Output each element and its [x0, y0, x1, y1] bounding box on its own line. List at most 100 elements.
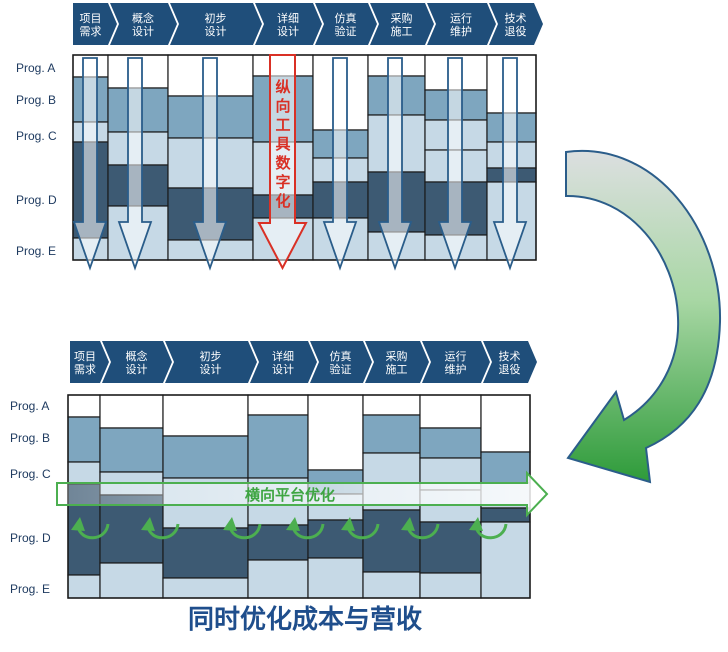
program-segment [162, 394, 249, 437]
program-segment [99, 427, 164, 473]
phase-label: 验证 [330, 362, 352, 376]
program-segment [480, 521, 531, 599]
program-segment [307, 519, 364, 559]
phase-label: 需求 [74, 363, 96, 376]
phase-label: 技术 [505, 12, 527, 25]
program-label: Prog. C [16, 129, 57, 143]
phase-label: 项目 [74, 350, 96, 363]
program-segment [419, 394, 482, 429]
phase-chevron [250, 341, 317, 383]
program-segment [67, 574, 101, 599]
program-segment [67, 461, 101, 485]
phase-label: 初步 [205, 11, 227, 25]
program-label: Prog. B [16, 93, 56, 107]
phase-chevron [255, 3, 322, 45]
program-label: Prog. A [16, 61, 55, 75]
phase-chevron [170, 3, 262, 45]
phase-chevron [365, 341, 429, 383]
phase-chevron [483, 341, 537, 383]
down-arrow-icon [192, 57, 228, 271]
down-arrow-icon [72, 57, 108, 271]
phase-chevron [427, 3, 496, 45]
phase-label: 验证 [335, 24, 357, 38]
program-segment [480, 507, 531, 523]
program-segment [419, 427, 482, 459]
program-segment [162, 577, 249, 599]
program-segment [247, 394, 309, 416]
program-segment [162, 527, 249, 579]
phase-label: 运行 [450, 12, 472, 25]
phase-label: 设计 [277, 25, 299, 38]
program-segment [419, 572, 482, 599]
phase-label: 仿真 [335, 11, 357, 25]
phase-label: 采购 [391, 11, 413, 25]
phase-label: 详细 [272, 349, 294, 363]
phase-chevron [110, 3, 177, 45]
program-segment [362, 509, 421, 573]
top-vertical-arrows [72, 57, 528, 271]
program-label: Prog. E [16, 244, 56, 258]
horizontal-optimization-label: 横向平台优化 [245, 486, 335, 504]
phase-label: 初步 [200, 349, 222, 363]
phase-label: 设计 [126, 363, 148, 376]
phase-label: 设计 [272, 363, 294, 376]
phase-chevron [102, 341, 172, 383]
program-label: Prog. A [10, 399, 49, 413]
program-segment [99, 562, 164, 599]
phase-label: 需求 [80, 25, 102, 38]
cycle-arrowhead-icon [341, 517, 355, 531]
phase-label: 采购 [386, 349, 408, 363]
phase-chevron [315, 3, 377, 45]
phase-label: 概念 [126, 349, 148, 363]
phase-label: 施工 [386, 363, 408, 376]
cycle-arrowhead-icon [141, 517, 155, 531]
phase-label: 技术 [499, 350, 521, 363]
phase-label: 仿真 [330, 349, 352, 363]
phase-label: 运行 [445, 350, 467, 363]
phase-label: 退役 [499, 362, 521, 376]
horizontal-optimization-arrow: 横向平台优化 [56, 470, 549, 518]
phase-label: 维护 [445, 362, 467, 376]
program-label: Prog. B [10, 431, 50, 445]
caption: 同时优化成本与营收 [188, 605, 422, 635]
program-segment [362, 414, 421, 454]
phase-chevron [70, 341, 109, 383]
program-segment [362, 394, 421, 416]
phase-label: 退役 [505, 24, 527, 38]
phase-label: 概念 [132, 11, 154, 25]
program-segment [162, 435, 249, 479]
phase-label: 设计 [200, 363, 222, 376]
down-arrow-icon [322, 57, 358, 271]
program-segment [99, 394, 164, 429]
program-label: Prog. D [10, 531, 51, 545]
cycle-arrowhead-icon [469, 517, 483, 531]
phase-label: 维护 [450, 24, 472, 38]
vertical-digitalization-label: 纵向工具数字化 [275, 78, 291, 210]
program-segment [480, 394, 531, 453]
down-arrow-icon [377, 57, 413, 271]
program-segment [362, 571, 421, 599]
cycle-arrowhead-icon [286, 517, 300, 531]
vertical-digitalization-arrow: 纵向工具数字化 [257, 54, 308, 271]
phase-chevron [73, 3, 117, 45]
program-segment [67, 416, 101, 463]
cycle-arrowhead-icon [71, 517, 85, 531]
program-segment [419, 521, 482, 574]
program-segment [247, 414, 309, 479]
cycle-arrowhead-icon [223, 517, 237, 531]
program-segment [247, 559, 309, 599]
phase-chevron [489, 3, 543, 45]
phase-label: 设计 [205, 25, 227, 38]
phase-label: 详细 [277, 11, 299, 25]
program-segment [480, 451, 531, 484]
curved-transition-arrow [565, 149, 722, 484]
phase-label: 项目 [80, 12, 102, 25]
down-arrow-icon [117, 57, 153, 271]
phase-label: 施工 [391, 25, 413, 38]
program-segment [67, 394, 101, 418]
